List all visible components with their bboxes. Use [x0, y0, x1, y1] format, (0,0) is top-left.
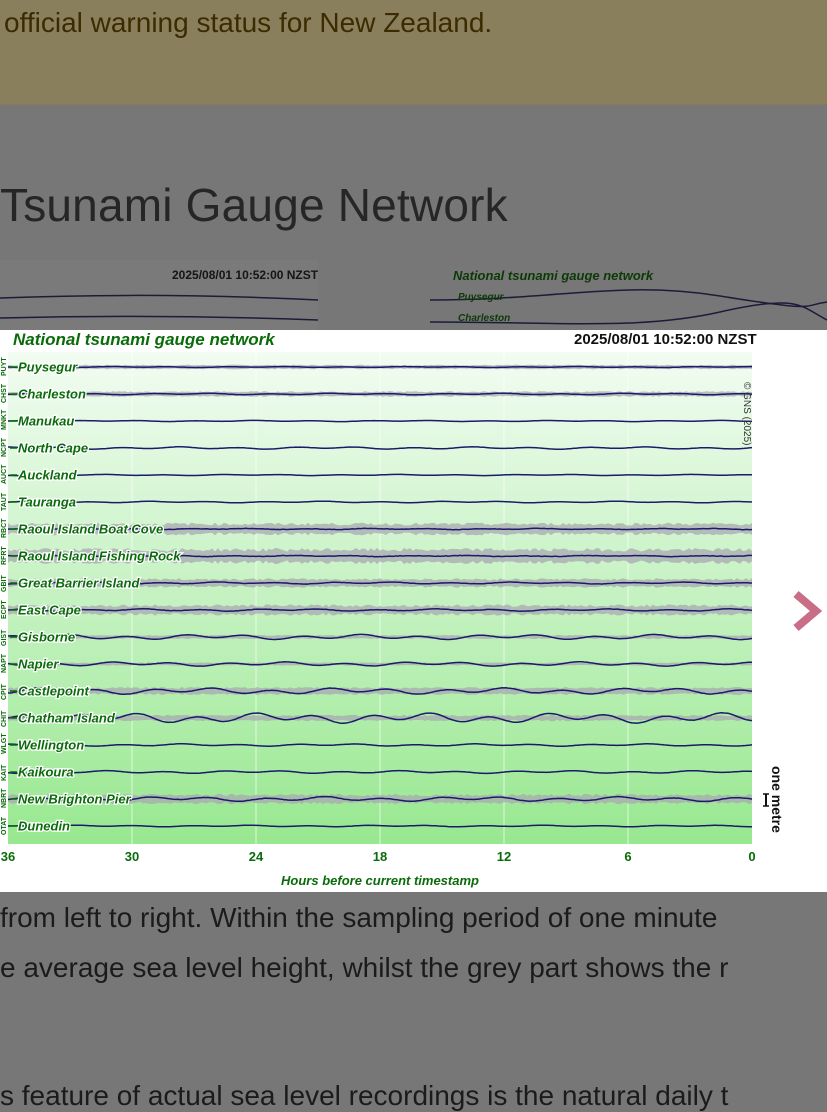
station-label: North Cape: [18, 441, 88, 456]
station-code: CHIT: [1, 710, 8, 727]
station-code: OTAT: [1, 816, 8, 835]
chart-copyright: © GNS (2025): [741, 382, 752, 446]
station-code: GBIT: [1, 575, 8, 592]
series-line: [8, 365, 752, 369]
station-code: CPIT: [1, 683, 8, 700]
station-label: Auckland: [17, 468, 78, 483]
station-code: NCPT: [1, 437, 8, 457]
station-code: RBCT: [1, 518, 8, 538]
series-line: [7, 527, 753, 531]
thumbnail-title: National tsunami gauge network: [453, 268, 654, 283]
station-label: Tauranga: [18, 495, 76, 510]
station-code: MNKT: [1, 409, 8, 430]
station-label: Gisborne: [18, 630, 75, 645]
station-code: RFRT: [1, 546, 8, 565]
chart-timestamp: 2025/08/01 10:52:00 NZST: [574, 331, 757, 348]
thumbnail-station: Charleston: [458, 313, 511, 324]
station-label: Wellington: [18, 738, 84, 753]
series-line: [7, 661, 752, 667]
x-tick-label: 36: [1, 849, 15, 864]
station-code: NBRT: [1, 788, 8, 808]
series-line: [7, 687, 753, 695]
series-line: [8, 554, 753, 558]
station-code: NAPT: [1, 653, 8, 673]
chart-title: National tsunami gauge network: [13, 330, 275, 349]
body-text-line: s feature of actual sea level recordings…: [0, 1080, 729, 1111]
station-code: WLGT: [1, 733, 8, 754]
station-label: Raoul Island Boat Cove: [18, 522, 163, 537]
x-axis-label: Hours before current timestamp: [281, 873, 479, 888]
series-line: [7, 633, 753, 641]
series-line: [8, 419, 752, 423]
station-code: CHST: [1, 383, 8, 403]
thumbnail-station: Puysegur: [458, 292, 504, 303]
thumbnail-traces: [0, 260, 827, 330]
station-label: Kaikoura: [18, 765, 74, 780]
station-label: Dunedin: [18, 819, 70, 834]
station-code: AUCT: [1, 464, 8, 484]
series-line: [8, 824, 752, 828]
series-line: [7, 473, 752, 477]
warning-banner: official warning status for New Zealand.: [0, 0, 827, 105]
series-line: [8, 446, 753, 450]
background-thumbnails: 2025/08/01 10:52:00 NZST National tsunam…: [0, 260, 827, 330]
station-label: Chatham Island: [18, 711, 116, 726]
station-label: Napier: [18, 657, 59, 672]
series-line: [7, 712, 753, 725]
station-label: Castlepoint: [18, 684, 89, 699]
next-image-button[interactable]: [788, 588, 827, 634]
x-tick-label: 0: [748, 849, 755, 864]
series-line: [8, 392, 753, 396]
x-tick-label: 12: [497, 849, 511, 864]
station-label: East Cape: [18, 603, 81, 618]
section-heading: Tsunami Gauge Network: [0, 179, 508, 231]
station-code: PUYT: [1, 357, 8, 376]
station-label: Great Barrier Island: [18, 576, 140, 591]
series-line: [7, 795, 753, 803]
thumbnail-timestamp: 2025/08/01 10:52:00 NZST: [172, 268, 319, 282]
range-band: [8, 687, 752, 695]
station-label: Puysegur: [18, 360, 78, 375]
station-label: Manukau: [18, 414, 74, 429]
chevron-right-icon: [793, 590, 823, 632]
x-tick-label: 18: [373, 849, 387, 864]
station-label: New Brighton Pier: [18, 792, 132, 807]
station-code: ECPT: [1, 600, 8, 619]
station-label: Charleston: [18, 387, 86, 402]
banner-text: official warning status for New Zealand.: [4, 7, 493, 38]
station-label: Raoul Island Fishing Rock: [18, 549, 181, 564]
series-line: [7, 769, 753, 775]
x-tick-label: 6: [624, 849, 631, 864]
series-line: [7, 500, 753, 504]
series-line: [7, 607, 753, 612]
range-band: [8, 714, 752, 722]
x-tick-label: 24: [249, 849, 264, 864]
series-line: [8, 743, 753, 747]
station-code: GIST: [1, 629, 8, 646]
x-tick-label: 30: [125, 849, 139, 864]
scale-label: one metre: [769, 766, 785, 833]
body-text-line: e average sea level height, whilst the g…: [0, 952, 729, 983]
station-code: KAIT: [1, 764, 8, 781]
series-line: [8, 581, 753, 585]
station-code: TAUT: [1, 492, 8, 511]
body-text-line: from left to right. Within the sampling …: [0, 902, 718, 933]
